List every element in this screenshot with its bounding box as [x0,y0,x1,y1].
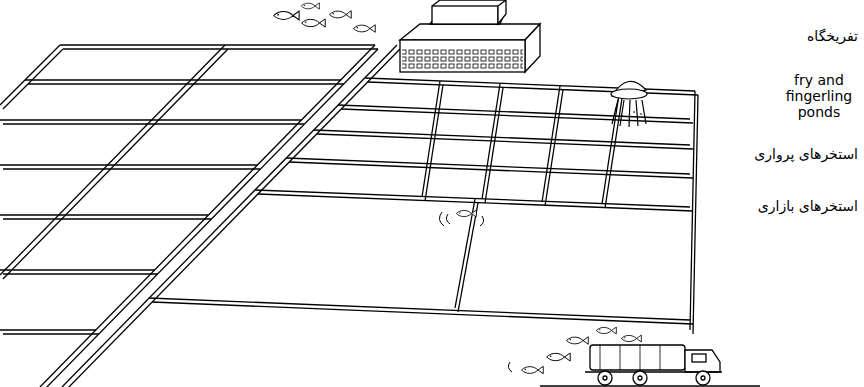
ripples [439,212,512,372]
area-label: استخرهای بازاری [758,198,858,214]
water-sprinkler [611,81,647,127]
pond-walls [0,45,695,387]
fish-truck [540,345,760,386]
area-label: تفریخگاه [807,28,858,44]
fish-group [274,3,642,374]
hatchery-building [400,0,540,72]
area-label: استخرهای پرواری [754,146,858,162]
area-label: fry and fingerling ponds [778,72,860,120]
pond-walls-inner [3,49,698,387]
